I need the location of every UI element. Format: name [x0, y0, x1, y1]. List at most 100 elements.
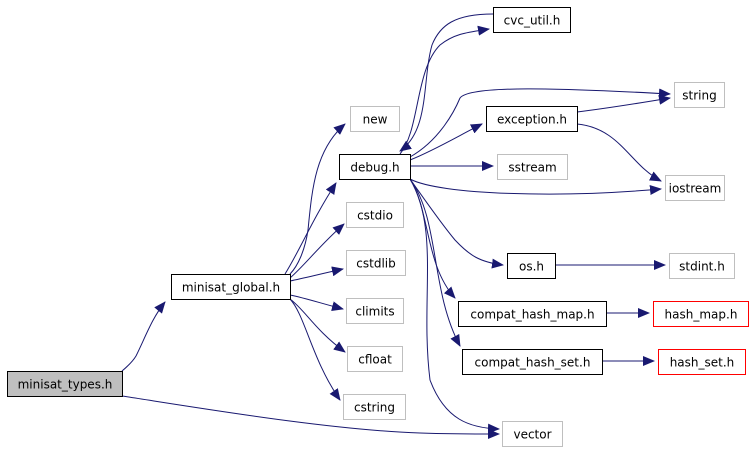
- node-label: cstdlib: [356, 257, 395, 271]
- node-sstream: sstream: [497, 154, 568, 180]
- node-box: [7, 371, 123, 397]
- node-box: [658, 349, 746, 375]
- edge-debug-to-cvc-util: [399, 25, 490, 155]
- node-label: string: [682, 89, 716, 103]
- edge-minisat-global-to-new: [289, 123, 346, 275]
- node-box: [346, 202, 404, 228]
- edge-debug-to-os: [409, 178, 504, 269]
- node-climits: climits: [346, 298, 404, 324]
- edge-debug-to-compat-hash-map: [409, 178, 456, 299]
- node-box: [350, 106, 400, 132]
- node-box: [665, 175, 725, 201]
- node-label: iostream: [669, 182, 722, 196]
- edge-minisat-global-to-cstring: [289, 298, 341, 401]
- node-cvc-util[interactable]: cvc_util.h: [493, 7, 571, 33]
- edge-minisat-global-to-cstdlib: [289, 266, 344, 282]
- node-cfloat: cfloat: [347, 346, 403, 372]
- edge-line: [399, 13, 494, 152]
- edge-line: [409, 123, 483, 161]
- node-box: [171, 274, 291, 300]
- node-label: cstdio: [357, 209, 393, 223]
- node-box: [347, 346, 403, 372]
- edge-line: [409, 178, 500, 434]
- edge-line: [289, 298, 341, 401]
- edge-line: [409, 178, 456, 299]
- node-box: [346, 298, 404, 324]
- edge-line: [409, 178, 504, 269]
- node-box: [502, 421, 563, 447]
- node-box: [507, 253, 556, 279]
- node-label: minisat_global.h: [182, 281, 280, 295]
- node-exception[interactable]: exception.h: [486, 106, 578, 132]
- node-label: exception.h: [497, 113, 567, 127]
- node-box: [339, 154, 411, 180]
- node-minisat-types: minisat_types.h: [7, 371, 123, 397]
- node-iostream: iostream: [665, 175, 725, 201]
- node-os[interactable]: os.h: [507, 253, 556, 279]
- node-compat-hash-set[interactable]: compat_hash_set.h: [462, 349, 603, 375]
- edge-debug-to-exception: [409, 123, 483, 161]
- node-box: [346, 250, 406, 276]
- edge-debug-to-string: [409, 88, 671, 158]
- node-compat-hash-map[interactable]: compat_hash_map.h: [458, 301, 607, 327]
- edge-exception-to-iostream: [576, 123, 662, 182]
- node-cstdlib: cstdlib: [346, 250, 406, 276]
- edge-line: [284, 182, 337, 275]
- edge-line: [576, 94, 671, 113]
- node-box: [497, 154, 568, 180]
- edge-debug-to-vector: [409, 178, 500, 434]
- edge-line: [289, 223, 345, 279]
- node-label: compat_hash_set.h: [475, 356, 591, 370]
- edges-layer: [121, 13, 671, 439]
- edge-cvc-util-to-debug: [399, 13, 494, 152]
- node-label: new: [363, 113, 388, 127]
- edge-line: [289, 298, 346, 353]
- edge-minisat-types-to-vector: [121, 395, 500, 439]
- node-minisat-global[interactable]: minisat_global.h: [171, 274, 291, 300]
- edge-minisat-global-to-cstdio: [289, 223, 345, 279]
- node-label: climits: [355, 305, 394, 319]
- node-box: [458, 301, 607, 327]
- edge-line: [409, 178, 461, 347]
- edge-line: [121, 301, 166, 372]
- node-label: debug.h: [350, 161, 399, 175]
- node-label: vector: [513, 428, 551, 442]
- node-string: string: [674, 82, 725, 108]
- edge-line: [576, 123, 662, 182]
- edge-line: [399, 25, 490, 155]
- edge-debug-to-iostream: [409, 178, 662, 195]
- node-label: compat_hash_map.h: [470, 308, 594, 322]
- node-label: stdint.h: [679, 260, 725, 274]
- node-stdint: stdint.h: [669, 253, 735, 279]
- edge-line: [289, 266, 344, 282]
- node-vector: vector: [502, 421, 563, 447]
- node-label: cstring: [354, 401, 395, 415]
- node-box: [674, 82, 725, 108]
- node-debug[interactable]: debug.h: [339, 154, 411, 180]
- node-cstdio: cstdio: [346, 202, 404, 228]
- edge-exception-to-string: [576, 94, 671, 113]
- node-box: [462, 349, 603, 375]
- node-box: [669, 253, 735, 279]
- edge-line: [409, 88, 671, 158]
- node-label: hash_map.h: [665, 308, 738, 322]
- node-box: [486, 106, 578, 132]
- edge-minisat-global-to-climits: [289, 294, 344, 312]
- nodes-layer: minisat_types.h minisat_global.h new debug.…: [7, 7, 749, 447]
- edge-minisat-global-to-cfloat: [289, 298, 346, 353]
- node-label: sstream: [508, 161, 556, 175]
- node-label: os.h: [519, 260, 544, 274]
- node-box: [653, 301, 749, 327]
- node-label: cfloat: [358, 353, 392, 367]
- edge-debug-to-compat-hash-set: [409, 178, 461, 347]
- edge-line: [289, 123, 346, 275]
- node-box: [493, 7, 571, 33]
- node-new: new: [350, 106, 400, 132]
- node-label: cvc_util.h: [504, 14, 561, 28]
- node-hash-map: hash_map.h: [653, 301, 749, 327]
- edge-line: [289, 294, 344, 312]
- node-cstring: cstring: [343, 394, 406, 420]
- node-label: minisat_types.h: [18, 378, 113, 392]
- node-hash-set: hash_set.h: [658, 349, 746, 375]
